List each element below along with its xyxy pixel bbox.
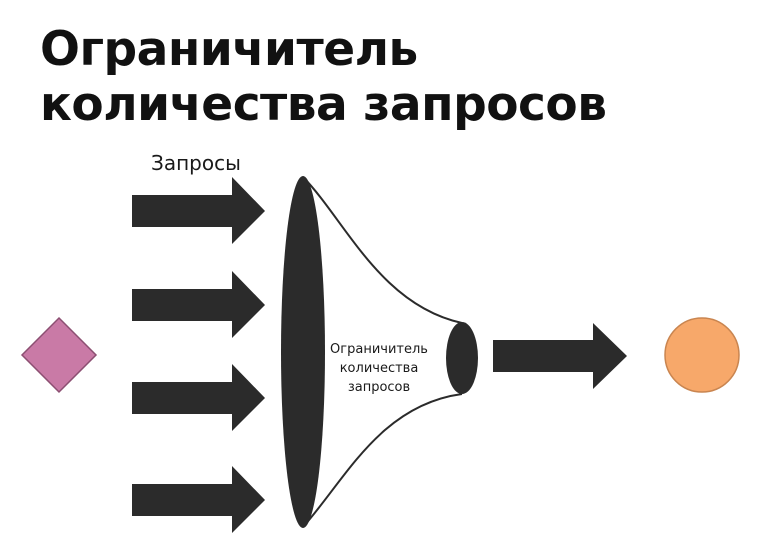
funnel-outlet [446, 322, 478, 394]
request-arrow-3 [132, 364, 265, 431]
slide-title: Ограничитель количества запросов [40, 22, 607, 132]
output-arrow [493, 323, 627, 389]
slide-title-line-1: Ограничитель [40, 22, 418, 77]
funnel-mouth [281, 176, 325, 528]
request-arrow-2 [132, 271, 265, 338]
limiter-label: Ограничитель количества запросов [322, 340, 436, 397]
server-circle [664, 317, 740, 393]
limiter-label-line-1: Ограничитель [330, 342, 428, 357]
limiter-label-line-3: запросов [347, 380, 411, 395]
request-arrow-1 [132, 177, 265, 244]
limiter-label-line-2: количества [339, 361, 419, 376]
request-arrow-4 [132, 466, 265, 533]
funnel-body-lower [302, 393, 463, 528]
requests-label: Запросы [151, 151, 241, 175]
funnel-body [302, 176, 463, 324]
slide-title-line-2: количества запросов [40, 77, 607, 132]
client-diamond [20, 316, 98, 394]
